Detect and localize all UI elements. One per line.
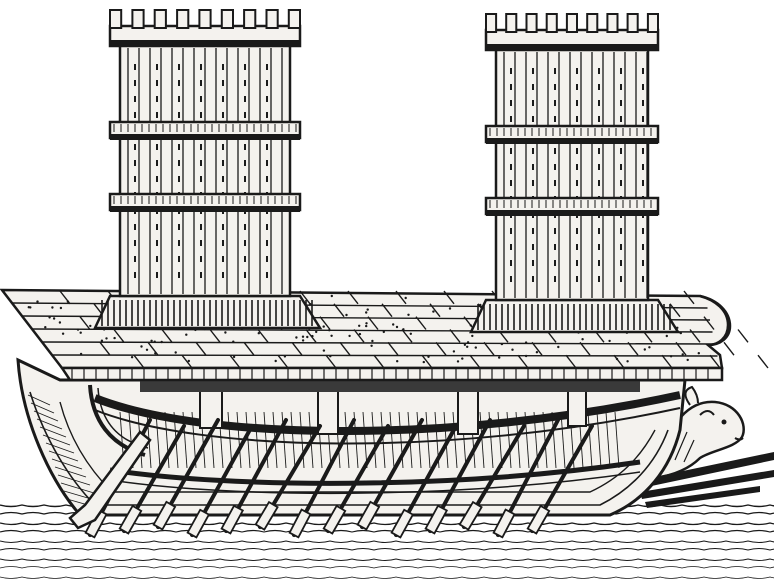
tower-left <box>93 9 323 330</box>
deck-posts <box>140 379 640 435</box>
stern-spars <box>640 452 774 508</box>
tower-right <box>469 13 681 334</box>
oar-bank <box>68 418 594 539</box>
